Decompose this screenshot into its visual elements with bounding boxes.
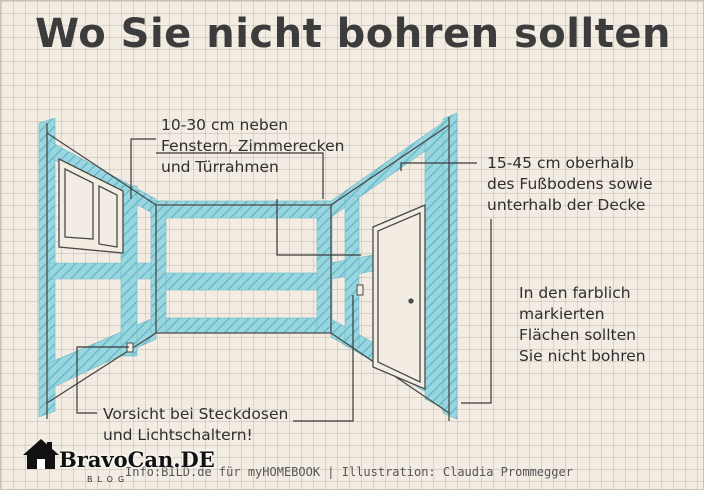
zone-right-inner-post [344, 195, 360, 347]
note-windows: 10-30 cm neben Fenstern, Zimmerecken und… [161, 116, 345, 176]
zone-right-corner-post [442, 112, 458, 420]
page-title: Wo Sie nicht bohren sollten [35, 11, 671, 57]
logo-name: BravoCan.DE [59, 447, 215, 472]
room-lines [46, 117, 450, 421]
window [58, 157, 124, 254]
zone-left-floor-band [48, 316, 157, 390]
site-logo: BravoCan.DE BLOG [17, 435, 215, 489]
zone-left-window-post [120, 185, 138, 357]
door [372, 204, 426, 390]
callout-sockets [76, 346, 129, 414]
zone-back-floor-band [150, 317, 330, 334]
callout-floor-ceiling-2 [461, 219, 492, 404]
light-switch [356, 284, 364, 296]
zone-back-left-post [150, 200, 167, 334]
house-icon [23, 439, 59, 469]
logo-sub: BLOG [87, 475, 130, 484]
callout-switch [293, 295, 354, 422]
callout-windows-2 [156, 152, 324, 199]
zone-right-door-post [424, 130, 446, 410]
callout-marked-areas [276, 199, 361, 256]
note-marked-areas: In den farblich markierten Flächen sollt… [519, 284, 646, 365]
note-sockets: Vorsicht bei Steckdosen und Lichtschalte… [103, 405, 289, 444]
footer-credit: Info:BILD.de für myHOMEBOOK | Illustrati… [125, 465, 573, 479]
zone-back-middle-band [150, 272, 330, 291]
door-handle [408, 298, 414, 304]
note-floor-ceiling: 15-45 cm oberhalb des Fußbodens sowie un… [487, 154, 653, 214]
zone-back-right-post [316, 200, 333, 334]
callout-floor-ceiling [400, 162, 477, 171]
callout-windows [130, 138, 156, 199]
zone-left-middle-band [48, 262, 157, 280]
no-drill-zones [38, 112, 458, 420]
callout-lines [76, 138, 492, 422]
zone-back-ceiling-band [150, 200, 330, 219]
